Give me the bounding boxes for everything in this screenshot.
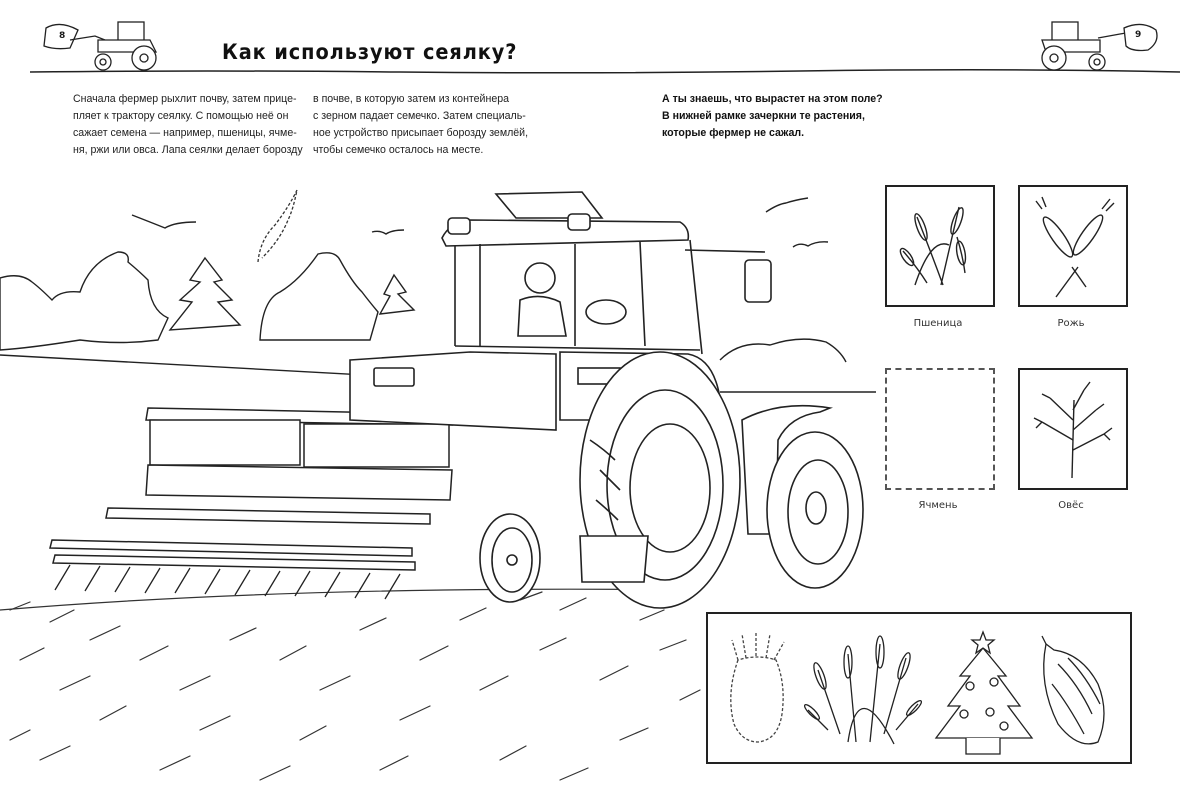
pineapple-icon xyxy=(730,632,785,743)
seed-drill-tines xyxy=(54,564,401,600)
plant-label-oat: Овёс xyxy=(1058,500,1084,511)
intro-line: с зерном падает семечко. Затем специаль- xyxy=(313,110,526,122)
intro-line: чтобы семечко осталось на месте. xyxy=(313,144,484,156)
task-instructions: А ты знаешь, что вырастет на этом поле? … xyxy=(662,91,922,142)
intro-text-column-2: в почве, в которую затем из контейнера с… xyxy=(313,91,543,159)
bird-icon xyxy=(131,197,829,248)
plant-card-oat xyxy=(1018,368,1128,490)
plant-card-wheat xyxy=(885,185,995,307)
header-tractor-left-icon xyxy=(43,21,158,71)
cross-out-frame xyxy=(706,612,1132,764)
page-number-right: 9 xyxy=(1135,30,1142,40)
header-rule xyxy=(29,68,1181,74)
intro-line: ное устройство присыпает борозду землёй, xyxy=(313,127,529,139)
wheat-bundle-icon xyxy=(803,635,923,745)
rye-icon xyxy=(1035,196,1115,298)
page-title: Как используют сеялку? xyxy=(222,40,518,64)
oat-icon xyxy=(1033,381,1113,479)
plowed-field xyxy=(0,588,701,781)
intro-line: пляет к трактору сеялку. С помощью неё о… xyxy=(73,110,289,122)
intro-line: сажает семена — например, пшеницы, ячме- xyxy=(73,127,297,139)
plant-card-rye xyxy=(1018,185,1128,307)
plant-label-wheat: Пшеница xyxy=(913,318,963,329)
pine-cone-icon xyxy=(1041,635,1105,745)
header-tractor-right-icon xyxy=(1041,21,1158,71)
dashed-bird-icon xyxy=(257,189,298,263)
task-line: которые фермер не сажал. xyxy=(662,127,805,139)
plant-label-barley: Ячмень xyxy=(918,500,958,511)
cross-out-items xyxy=(730,630,1105,755)
intro-line: Сначала фермер рыхлит почву, затем прице… xyxy=(73,93,297,105)
christmas-tree-icon xyxy=(934,630,1034,755)
plant-card-barley-empty[interactable] xyxy=(885,368,995,490)
intro-text-column-1: Сначала фермер рыхлит почву, затем прице… xyxy=(73,91,308,159)
task-line: А ты знаешь, что вырастет на этом поле? xyxy=(662,93,883,105)
intro-line: в почве, в которую затем из контейнера xyxy=(313,93,509,105)
task-line: В нижней рамке зачеркни те растения, xyxy=(662,110,865,122)
intro-line: ня, ржи или овса. Лапа сеялки делает бор… xyxy=(73,144,303,156)
tractor xyxy=(349,191,864,609)
page-number-left: 8 xyxy=(59,31,66,41)
wheat-icon xyxy=(899,206,967,286)
plant-label-rye: Рожь xyxy=(1057,318,1085,329)
seed-drill xyxy=(49,407,454,571)
